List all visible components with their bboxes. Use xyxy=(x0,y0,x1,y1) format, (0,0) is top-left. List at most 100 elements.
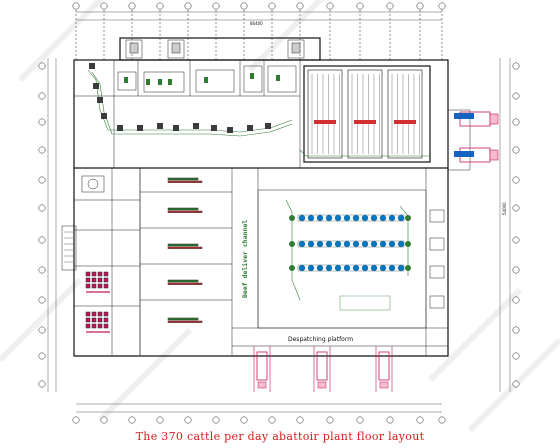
grid-bubble xyxy=(438,2,446,10)
locker xyxy=(103,311,109,317)
locker xyxy=(97,271,103,277)
workstation xyxy=(370,214,378,222)
workstation xyxy=(352,264,360,272)
grid-bubble xyxy=(72,416,80,424)
room-label-mark xyxy=(167,210,203,213)
locker xyxy=(85,277,91,283)
locker xyxy=(91,283,97,289)
workstation xyxy=(298,214,306,222)
workstation xyxy=(298,240,306,248)
machine xyxy=(265,123,271,129)
grid-bubble xyxy=(296,2,304,10)
despatch-platform: Despatching platform xyxy=(232,327,448,347)
workstation xyxy=(334,264,342,272)
grid-bubble xyxy=(296,416,304,424)
workstation xyxy=(379,214,387,222)
grid-bubble xyxy=(128,416,136,424)
room-tag xyxy=(394,120,416,124)
rail-line xyxy=(299,149,430,157)
equipment xyxy=(158,79,162,85)
grid-bubble xyxy=(184,2,192,10)
grid-bubble xyxy=(512,326,520,334)
locker xyxy=(103,277,109,283)
workstation xyxy=(307,214,315,222)
lairage-pens xyxy=(125,39,305,59)
grid-bubble xyxy=(512,62,520,70)
grid-bubble xyxy=(100,416,108,424)
grid-bubble xyxy=(38,146,46,154)
grid-bubble xyxy=(38,62,46,70)
workstation xyxy=(343,264,351,272)
room-label-mark xyxy=(167,317,199,321)
east-strip xyxy=(425,168,445,356)
locker xyxy=(103,283,109,289)
grid-bubble xyxy=(512,266,520,274)
room-label-mark xyxy=(167,279,199,283)
platform-label: Despatching platform xyxy=(288,336,353,343)
locker xyxy=(97,283,103,289)
machine xyxy=(193,123,199,129)
locker xyxy=(85,271,91,277)
grid-bubble xyxy=(512,296,520,304)
workstation xyxy=(388,240,396,248)
chilling-rooms xyxy=(299,65,431,163)
grid-bubble xyxy=(212,2,220,10)
grid-bubble xyxy=(156,2,164,10)
machine xyxy=(247,125,253,131)
workstation xyxy=(361,264,369,272)
machine xyxy=(211,125,217,131)
workstation xyxy=(397,240,405,248)
workstation xyxy=(352,214,360,222)
channel-label: Beef deliver channel xyxy=(241,220,249,298)
locker xyxy=(91,271,97,277)
grid-bubble xyxy=(38,118,46,126)
workstation xyxy=(379,264,387,272)
workstation xyxy=(379,240,387,248)
rail-line xyxy=(399,205,409,276)
workstation xyxy=(307,240,315,248)
workstation xyxy=(370,240,378,248)
workstation xyxy=(370,264,378,272)
cutting-rooms xyxy=(139,167,233,357)
locker xyxy=(85,311,91,317)
grid-bubble xyxy=(386,2,394,10)
workstation xyxy=(307,264,315,272)
grid-bubble xyxy=(416,2,424,10)
locker xyxy=(103,317,109,323)
workstation xyxy=(316,240,324,248)
machine xyxy=(227,127,233,133)
machine xyxy=(137,125,143,131)
locker xyxy=(91,317,97,323)
workstation xyxy=(316,264,324,272)
grid-bubble xyxy=(38,380,46,388)
grid-bubble xyxy=(240,416,248,424)
machine xyxy=(173,125,179,131)
workstation xyxy=(325,240,333,248)
grid-bubble xyxy=(100,2,108,10)
grid-bubble xyxy=(72,2,80,10)
equipment xyxy=(204,77,208,83)
room-label-mark xyxy=(167,207,199,211)
locker xyxy=(91,277,97,283)
equipment xyxy=(250,73,254,79)
grid-bubble xyxy=(416,416,424,424)
grid-bubble xyxy=(512,204,520,212)
room-label-mark xyxy=(167,180,203,183)
grid-bubbles xyxy=(38,2,520,424)
grid-bubble xyxy=(38,296,46,304)
grid-bubble xyxy=(38,204,46,212)
processing-line xyxy=(87,63,293,137)
top-dimension: 86400 xyxy=(250,21,263,26)
grid-bubble xyxy=(38,326,46,334)
locker xyxy=(103,323,109,329)
workstation xyxy=(352,240,360,248)
grid-bubble xyxy=(326,2,334,10)
workstation xyxy=(388,264,396,272)
equipment xyxy=(168,79,172,85)
locker xyxy=(91,311,97,317)
machine xyxy=(93,83,99,89)
machine xyxy=(89,63,95,69)
room-label-mark xyxy=(167,177,199,181)
grid-bubble xyxy=(356,2,364,10)
